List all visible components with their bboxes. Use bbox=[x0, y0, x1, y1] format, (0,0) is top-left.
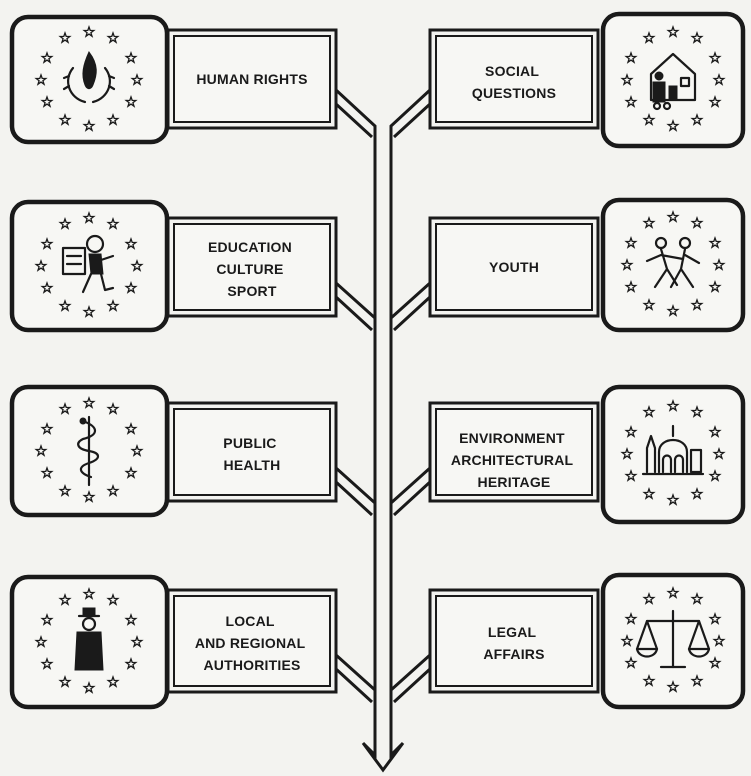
topic-human-rights: HUMAN RIGHTS bbox=[9, 14, 338, 145]
topic-youth: YOUTH bbox=[428, 197, 746, 333]
label-box-outer bbox=[428, 216, 600, 318]
label-box-outer bbox=[166, 216, 338, 318]
central-trunk-arrow bbox=[334, 88, 432, 773]
house-family-icon bbox=[621, 26, 725, 131]
icon-frame bbox=[600, 11, 746, 149]
label-box-outer bbox=[166, 28, 338, 130]
label-box-inner bbox=[435, 223, 593, 311]
label-box-outer bbox=[428, 401, 600, 503]
label-box-inner bbox=[173, 223, 331, 311]
topic-label: LEGAL AFFAIRS bbox=[483, 624, 544, 662]
topic-label: HUMAN RIGHTS bbox=[196, 71, 307, 87]
label-box-inner bbox=[173, 595, 331, 687]
label-box-outer bbox=[428, 28, 600, 130]
mayor-figure-icon bbox=[35, 588, 143, 693]
flame-laurel-icon bbox=[35, 26, 143, 131]
scales-icon bbox=[621, 587, 725, 692]
topic-label: LOCAL AND REGIONAL AUTHORITIES bbox=[195, 613, 309, 673]
label-box-inner bbox=[173, 408, 331, 496]
topic-legal-affairs: LEGAL AFFAIRS bbox=[428, 572, 746, 710]
label-box-inner bbox=[435, 408, 593, 496]
icon-frame bbox=[600, 197, 746, 333]
label-box-inner bbox=[435, 595, 593, 687]
topic-social-questions: SOCIAL QUESTIONS bbox=[428, 11, 746, 149]
student-books-icon bbox=[35, 212, 143, 317]
topic-label: EDUCATION CULTURE SPORT bbox=[208, 239, 296, 299]
label-box-outer bbox=[166, 588, 338, 694]
topic-label: YOUTH bbox=[489, 259, 539, 275]
topic-environment-heritage: ENVIRONMENT ARCHITECTURAL HERITAGE bbox=[428, 384, 746, 525]
label-box-outer bbox=[166, 401, 338, 503]
caduceus-icon bbox=[35, 397, 143, 502]
topic-local-regional-authorities: LOCAL AND REGIONAL AUTHORITIES bbox=[9, 574, 338, 710]
label-box-inner bbox=[435, 35, 593, 123]
label-box-outer bbox=[428, 588, 600, 694]
topic-label: ENVIRONMENT ARCHITECTURAL HERITAGE bbox=[451, 430, 577, 490]
topic-label: SOCIAL QUESTIONS bbox=[472, 63, 556, 101]
topic-public-health: PUBLIC HEALTH bbox=[9, 384, 338, 518]
church-building-icon bbox=[621, 400, 725, 505]
icon-frame bbox=[600, 384, 746, 525]
topic-education-culture-sport: EDUCATION CULTURE SPORT bbox=[9, 199, 338, 333]
dancing-youth-icon bbox=[621, 211, 725, 316]
topic-label: PUBLIC HEALTH bbox=[223, 435, 280, 473]
label-box-inner bbox=[173, 35, 331, 123]
